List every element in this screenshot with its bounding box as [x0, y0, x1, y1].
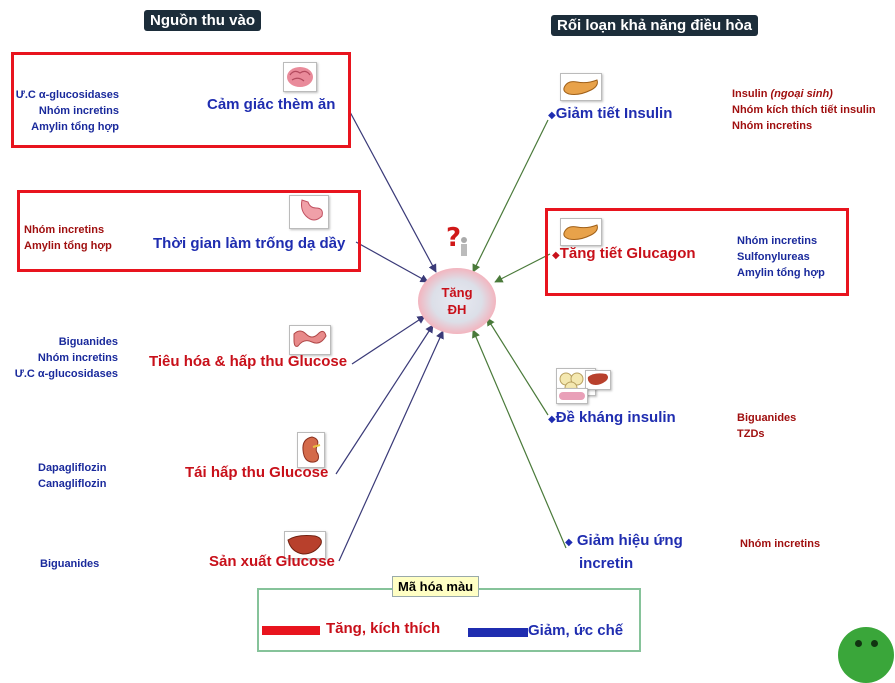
drug-item: Nhóm incretins	[37, 352, 118, 364]
bullet-icon: ◆	[548, 110, 556, 121]
label-text: Giảm tiết Insulin	[555, 105, 673, 122]
drug-item: Canagliflozin	[38, 478, 107, 490]
smiley-eye	[855, 640, 862, 647]
label-text: Tăng tiết Glucagon	[559, 245, 696, 262]
arrow-absorption	[351, 315, 426, 365]
drug-list-insulin-resistance: Biguanides TZDs	[737, 410, 796, 442]
drug-list-reabsorption: Dapagliflozin Canagliflozin	[38, 460, 106, 492]
highlight-box-appetite	[11, 52, 351, 148]
drug-list-appetite: Ư.C α-glucosidases Nhóm incretins Amylin…	[8, 87, 119, 135]
drug-list-absorption: Biguanides Nhóm incretins Ư.C α-glucosid…	[8, 334, 118, 382]
drug-item: Nhóm incretins	[737, 235, 818, 247]
drug-item: Ư.C α-glucosidases	[15, 89, 119, 101]
liver-icon	[284, 531, 326, 559]
right-column-header: Rối loạn khả năng điều hòa	[551, 15, 759, 36]
drug-list-incretin-effect: Nhóm incretins	[740, 536, 820, 552]
drug-item: Insulin	[732, 88, 768, 100]
drug-item: TZDs	[737, 428, 765, 440]
label-gastric-emptying: Thời gian làm trống dạ dầy	[153, 235, 346, 252]
arrow-production	[338, 330, 444, 562]
question-figure-icon: ?	[444, 222, 470, 258]
stomach-icon	[289, 195, 329, 229]
legend-swatch-decrease	[468, 628, 528, 637]
arrow-glucagon	[494, 253, 551, 283]
drug-item: Amylin tổng hợp	[24, 240, 112, 252]
label-absorption: Tiêu hóa & hấp thu Glucose	[149, 353, 348, 370]
bullet-icon: ◆	[552, 250, 560, 261]
center-label-line1: Tăng	[441, 285, 473, 300]
label-insulin-secretion: ◆Giảm tiết Insulin	[548, 105, 672, 122]
muscle-icon	[556, 388, 588, 404]
drug-item: Biguanides	[40, 558, 100, 570]
drug-item: Amylin tổng hợp	[737, 267, 825, 279]
drug-item: Biguanides	[737, 412, 797, 424]
drug-list-glucagon: Nhóm incretins Sulfonylureas Amylin tổng…	[737, 233, 825, 281]
drug-item: Biguanides	[58, 336, 118, 348]
pancreas-icon	[560, 73, 602, 101]
highlight-box-gastric-emptying	[17, 190, 361, 272]
label-text-line1: Giảm hiệu ứng	[576, 532, 683, 549]
drug-list-insulin-secretion: Insulin (ngoại sinh) Nhóm kích thích tiế…	[732, 86, 876, 134]
drug-note: (ngoại sinh)	[770, 88, 833, 100]
label-text-line2: incretin	[579, 555, 634, 572]
label-incretin-effect: ◆ Giảm hiệu ứng incretin	[565, 530, 683, 574]
label-production: Sản xuất Glucose	[209, 553, 335, 570]
drug-item: Nhóm kích thích tiết insulin	[732, 104, 876, 116]
drug-list-production: Biguanides	[40, 556, 99, 572]
intestine-icon	[289, 325, 331, 355]
smiley-face-icon	[838, 627, 894, 683]
center-node: Tăng ĐH	[418, 268, 496, 334]
color-legend	[257, 588, 641, 652]
drug-item: Ư.C α-glucosidases	[14, 368, 118, 380]
label-reabsorption: Tái hấp thu Glucose	[185, 464, 329, 481]
arrow-layer	[335, 111, 567, 562]
smiley-eye	[871, 640, 878, 647]
drug-item: Amylin tổng hợp	[31, 121, 119, 133]
arrow-insulin-resistance	[486, 317, 549, 416]
kidney-icon	[297, 432, 325, 468]
svg-text:?: ?	[446, 223, 461, 253]
liver-icon	[585, 370, 611, 390]
bullet-icon: ◆	[548, 414, 556, 425]
label-appetite: Cảm giác thèm ăn	[207, 96, 336, 113]
drug-item: Nhóm incretins	[732, 120, 813, 132]
arrow-incretin-effect	[472, 329, 567, 549]
drug-item: Nhóm incretins	[740, 538, 821, 550]
label-text: Đề kháng insulin	[555, 409, 676, 426]
center-label-line2: ĐH	[447, 302, 467, 317]
legend-swatch-increase	[262, 626, 320, 635]
arrow-gastric-emptying	[355, 241, 429, 283]
legend-label-decrease: Giảm, ức chế	[528, 622, 624, 639]
pancreas-icon	[560, 218, 602, 246]
drug-item: Sulfonylureas	[737, 251, 810, 263]
label-glucagon: ◆Tăng tiết Glucagon	[552, 245, 696, 262]
drug-item: Nhóm incretins	[38, 105, 119, 117]
label-insulin-resistance: ◆Đề kháng insulin	[548, 409, 676, 426]
arrow-reabsorption	[335, 324, 434, 475]
brain-icon	[283, 62, 317, 92]
drug-list-gastric-emptying: Nhóm incretins Amylin tổng hợp	[24, 222, 112, 254]
drug-item: Nhóm incretins	[24, 224, 105, 236]
arrow-appetite	[349, 111, 437, 273]
left-column-header: Nguồn thu vào	[144, 10, 261, 31]
highlight-box-glucagon	[545, 208, 849, 296]
legend-label-increase: Tăng, kích thích	[326, 620, 441, 637]
drug-item: Dapagliflozin	[38, 462, 107, 474]
bullet-icon: ◆	[565, 537, 573, 548]
arrow-insulin-secretion	[472, 119, 549, 273]
legend-title: Mã hóa màu	[392, 576, 480, 597]
